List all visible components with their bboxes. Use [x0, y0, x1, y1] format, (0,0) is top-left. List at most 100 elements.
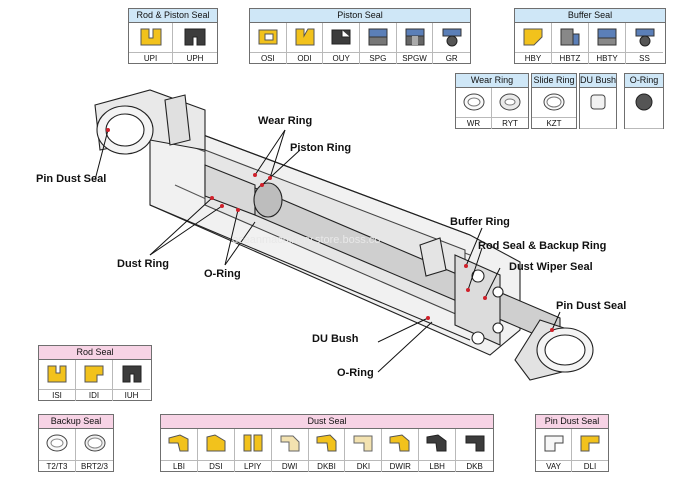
panel-title: Slide Ring [532, 74, 576, 88]
panel-slide-ring: Slide Ring KZT [531, 73, 577, 129]
callout-rod-seal-backup-ring: Rod Seal & Backup Ring [478, 240, 607, 252]
metal-wiper-seal-icon [280, 435, 300, 452]
seal-item[interactable]: SPG [360, 23, 397, 64]
blue-composite-seal-icon [405, 28, 425, 46]
callout-dust-wiper-seal: Dust Wiper Seal [509, 261, 593, 273]
yellow-wiper-seal-icon [206, 434, 226, 452]
seal-code: LBI [161, 460, 197, 472]
seal-item[interactable]: SPGW [396, 23, 434, 64]
seal-item[interactable]: DKB [456, 429, 494, 472]
seal-item[interactable]: HBTY [589, 23, 626, 64]
seal-code: T2/T3 [39, 460, 75, 472]
seal-item[interactable]: RYT [492, 88, 528, 129]
panel-title: Buffer Seal [515, 9, 665, 23]
seal-item[interactable]: LPIY [234, 429, 272, 472]
yellow-rod-seal-icon [47, 365, 67, 383]
seal-item[interactable]: DSI [197, 429, 235, 472]
seal-code: VAY [536, 460, 571, 472]
seal-code: DSI [197, 460, 234, 472]
seal-code: SPGW [396, 52, 433, 64]
panel-title: Piston Seal [250, 9, 470, 23]
seal-code: KZT [532, 117, 576, 129]
seal-item[interactable]: OSI [250, 23, 287, 64]
seal-item[interactable]: VAY [536, 429, 572, 472]
seal-item[interactable]: WR [456, 88, 492, 129]
slide-ring-icon [543, 93, 565, 111]
seal-code: HBY [515, 52, 551, 64]
bush-icon [590, 94, 606, 110]
wear-ring-icon [499, 93, 521, 111]
seal-item[interactable]: DKI [345, 429, 383, 472]
seal-item[interactable]: BRT2/3 [76, 429, 113, 472]
dark-u-seal-icon [184, 28, 206, 46]
yellow-lip-seal-icon [258, 29, 278, 45]
seal-item[interactable]: KZT [532, 88, 576, 129]
seal-code: UPI [129, 52, 172, 64]
o-ring-icon [635, 93, 653, 111]
seal-code: RYT [492, 117, 528, 129]
callout-pin-dust-seal-left: Pin Dust Seal [36, 173, 107, 185]
seal-item[interactable]: GR [433, 23, 471, 64]
seal-code: IDI [76, 389, 112, 401]
seal-code: DWIR [382, 460, 419, 472]
dark-lip-seal-icon [331, 29, 351, 45]
seal-item[interactable]: DWIR [382, 429, 420, 472]
seal-code [580, 128, 616, 129]
panel-o-ring: O-Ring [624, 73, 664, 129]
dark-wiper-seal-icon [426, 434, 447, 452]
seal-item[interactable]: DLI [572, 429, 608, 472]
yellow-wiper-seal-icon [168, 434, 189, 452]
seal-item[interactable] [625, 88, 663, 129]
yellow-rod-seal-icon [84, 365, 104, 383]
backup-ring-icon [84, 434, 105, 452]
seal-code: DLI [572, 460, 608, 472]
seal-code: DKB [456, 460, 494, 472]
seal-item[interactable]: OUY [323, 23, 361, 64]
seal-item[interactable]: HBY [515, 23, 552, 64]
callout-buffer-ring: Buffer Ring [450, 216, 510, 228]
metal-wiper-seal-icon [353, 435, 373, 452]
seal-item[interactable]: T2/T3 [39, 429, 76, 472]
panel-wear-ring: Wear Ring WR RYT [455, 73, 529, 129]
seal-item[interactable]: UPH [173, 23, 217, 64]
seal-item[interactable] [580, 88, 616, 129]
seal-item[interactable]: ODI [286, 23, 324, 64]
seal-item[interactable]: SS [626, 23, 663, 64]
seal-item[interactable]: LBI [161, 429, 198, 472]
yellow-u-seal-icon [140, 28, 161, 46]
callout-pin-dust-seal-right: Pin Dust Seal [556, 300, 627, 312]
panel-title: Backup Seal [39, 415, 113, 429]
seal-item[interactable]: IDI [76, 360, 113, 401]
seal-code: SPG [360, 52, 396, 64]
dark-wiper-seal-icon [465, 435, 485, 452]
seal-code: DWI [271, 460, 308, 472]
panel-dust-seal: Dust Seal LBI DSI LPIY DWI DKBI DKI DWIR [160, 414, 494, 472]
seal-item[interactable]: HBTZ [552, 23, 589, 64]
yellow-lip-seal-icon [295, 28, 314, 46]
callout-piston-ring: Piston Ring [290, 142, 352, 154]
step-seal-icon [635, 28, 654, 47]
seal-code: HBTY [589, 52, 625, 64]
panel-title: Rod & Piston Seal [129, 9, 217, 23]
panel-title: Pin Dust Seal [536, 415, 608, 429]
seal-item[interactable]: IUH [113, 360, 150, 401]
seal-code: ODI [286, 52, 323, 64]
pin-seal-icon [544, 435, 563, 452]
seal-item[interactable]: UPI [129, 23, 173, 64]
seal-code: HBTZ [552, 52, 588, 64]
panel-rod-seal: Rod Seal ISI IDI IUH [38, 345, 152, 401]
seal-code: IUH [113, 389, 150, 401]
seal-code: OUY [323, 52, 360, 64]
seal-code: SS [626, 52, 663, 64]
yellow-wiper-seal-icon [243, 434, 263, 452]
seal-item[interactable]: DWI [271, 429, 309, 472]
seal-item[interactable]: LBH [419, 429, 457, 472]
seal-item[interactable]: ISI [39, 360, 76, 401]
callout-du-bush: DU Bush [312, 333, 359, 345]
seal-code: DKBI [308, 460, 345, 472]
seal-item[interactable]: DKBI [308, 429, 346, 472]
yellow-buffer-seal-icon [523, 28, 543, 46]
seal-code: UPH [173, 52, 217, 64]
dark-rod-seal-icon [122, 365, 141, 383]
yellow-pin-seal-icon [580, 435, 600, 452]
